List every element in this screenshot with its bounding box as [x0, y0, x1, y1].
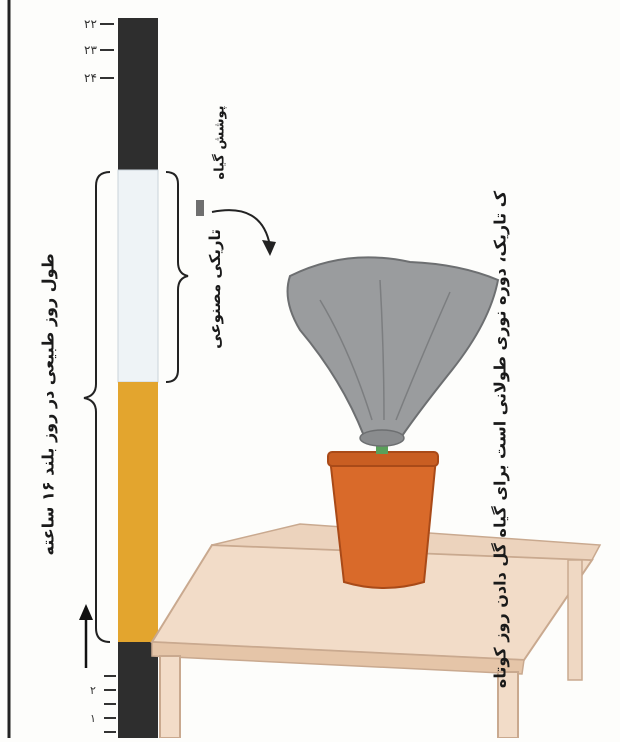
artificial-dark-brace — [166, 172, 188, 382]
tick-label-23: ۲۳ — [84, 43, 97, 57]
tick-label-2: ۲ — [90, 684, 96, 697]
tick-label-22: ۲۴ — [84, 71, 97, 85]
dark-marker-icon — [196, 200, 204, 216]
artificial-dark-label: تاریکی مصنوعی — [206, 219, 224, 359]
night-segment-top — [118, 18, 158, 170]
bottom-ticks — [104, 676, 116, 732]
plant-cover-bag — [288, 257, 498, 446]
artificial-dark-segment — [118, 170, 158, 382]
tick-label-1: ۱ — [90, 712, 96, 725]
day-length-label: طول روز طبیعی در روز بلند ۱۶ ساعته — [39, 256, 58, 556]
top-ticks — [100, 24, 114, 78]
caption-text: ک تاریک، دوره نوری طولانی است برای گیاه … — [491, 160, 510, 720]
pointer-arrowhead-icon — [262, 240, 276, 256]
tick-label-24: ۲۲ — [84, 17, 97, 31]
flower-pot — [328, 452, 438, 588]
plant-cover-label: پوشش گیاه — [213, 93, 228, 193]
up-arrow-icon — [79, 604, 93, 668]
day-length-brace — [84, 172, 110, 642]
daylight-segment — [118, 382, 158, 642]
